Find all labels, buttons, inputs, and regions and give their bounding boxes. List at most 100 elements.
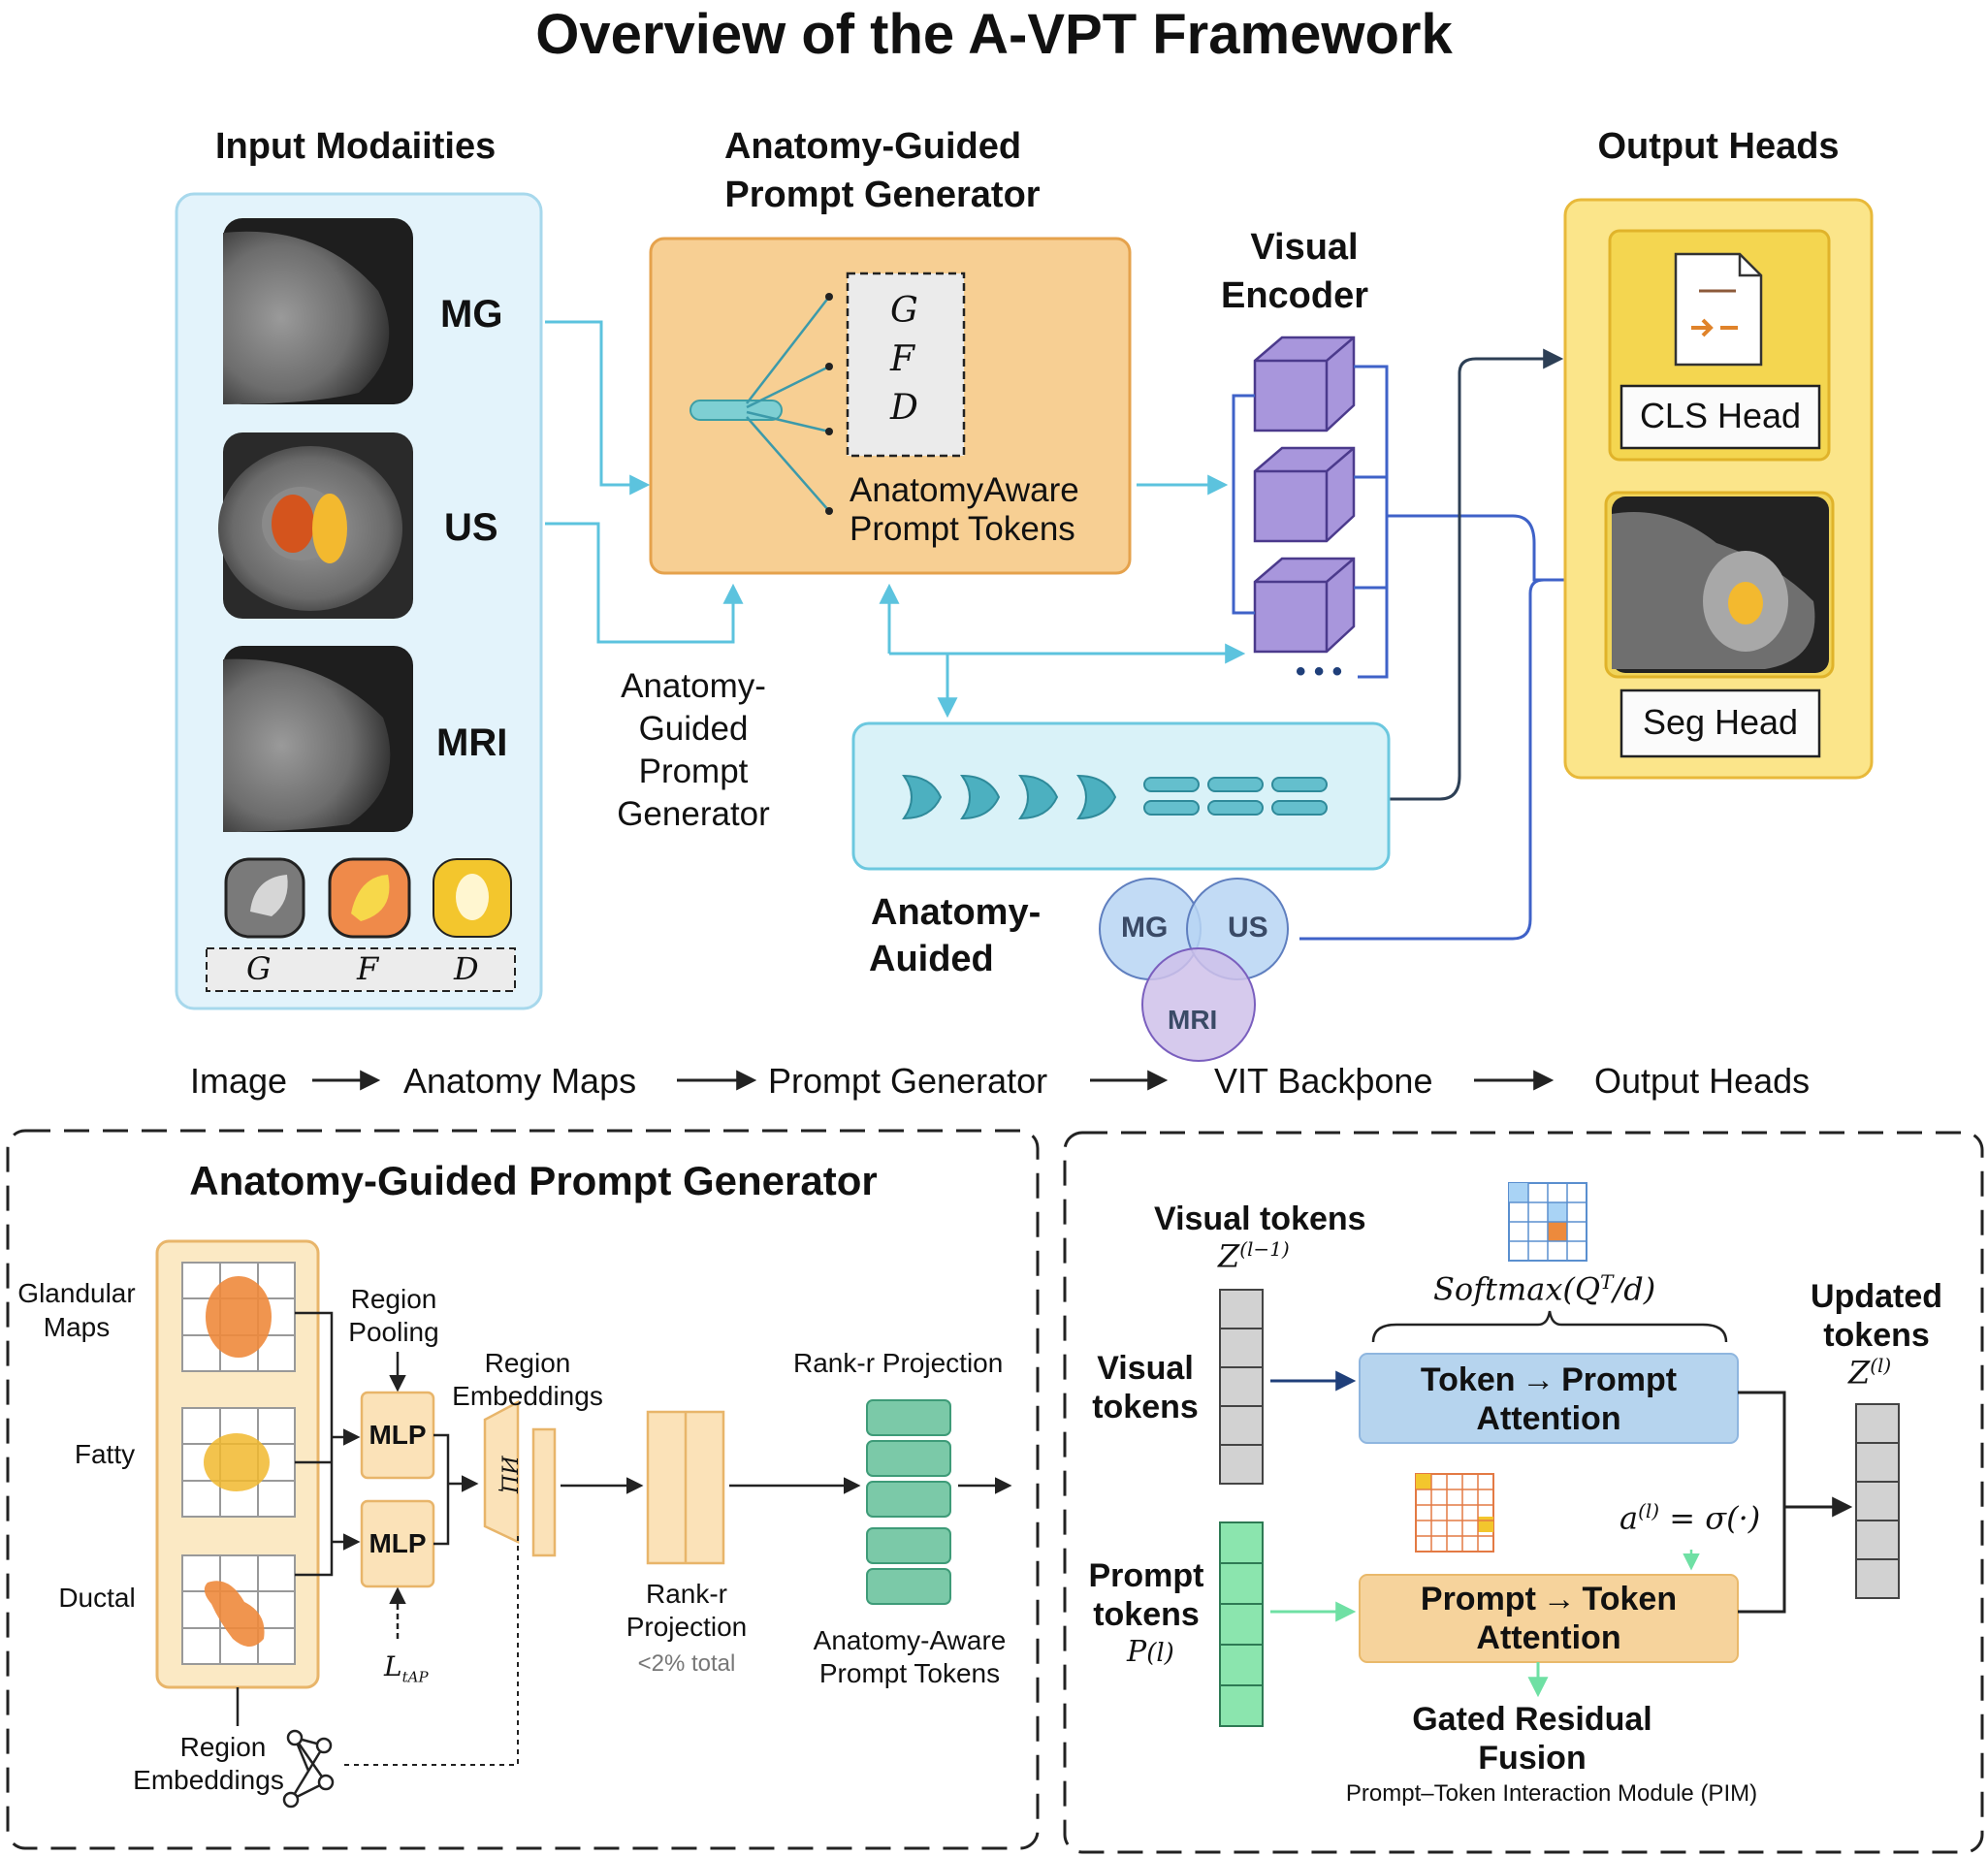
- visual-tokens-label-2: tokens: [1092, 1389, 1199, 1425]
- auided-label-2: Auided: [869, 939, 994, 979]
- left-panel-title: Anatomy-Guided Prompt Generator: [189, 1158, 878, 1203]
- side-label-3: Prompt: [638, 752, 749, 790]
- pipeline-maps: Anatomy Maps: [403, 1061, 637, 1101]
- generator-header-2: Prompt Generator: [724, 175, 1041, 215]
- us-to-generator-arrow: [545, 522, 744, 644]
- modality-mri: MRI: [436, 721, 508, 764]
- mg-to-generator-arrow: [545, 320, 651, 496]
- seg-head-label-box: [1619, 688, 1821, 758]
- seg-output-image: [1612, 496, 1829, 673]
- pipeline-generator: Prompt Generator: [768, 1061, 1048, 1101]
- anatomy-token-stack: [866, 1399, 951, 1605]
- sequence-bars: [1143, 777, 1328, 816]
- venn-mg: MG: [1121, 912, 1169, 944]
- sequence-chevrons: [902, 774, 1117, 820]
- token-g: G: [890, 291, 918, 331]
- visual-token-column: [1219, 1289, 1264, 1485]
- legend-g: G: [246, 950, 272, 987]
- loss-label: LtAP: [384, 1650, 429, 1686]
- pipeline-backbone: VIT Backþone: [1214, 1061, 1433, 1101]
- prompt-token-stack: [846, 272, 966, 458]
- visual-tokens-top: Visual tokens: [1154, 1201, 1366, 1237]
- venn-mri: MRI: [1168, 1005, 1218, 1035]
- us-image: [218, 432, 413, 619]
- mlp-2-label: MLP: [369, 1528, 427, 1558]
- region-embedding-bar: [531, 1427, 557, 1557]
- encoder-ellipsis: • • •: [1296, 656, 1343, 688]
- gate-equation: a(l) = σ(·): [1619, 1499, 1761, 1537]
- attention-grid-orange: [1415, 1473, 1494, 1553]
- ductal-grid: [181, 1554, 296, 1665]
- prompt-tokens-label-2: tokens: [1093, 1596, 1200, 1633]
- pipeline-image: Image: [190, 1061, 288, 1101]
- region-embeddings-bottom-1: Region: [179, 1732, 267, 1762]
- token-caption-2: Prompt Tokens: [850, 510, 1075, 548]
- token-f: F: [890, 339, 914, 379]
- region-trapezoid: [483, 1399, 520, 1544]
- anatomy-legend-box: [206, 947, 516, 992]
- side-label-2: Guided: [638, 710, 749, 748]
- pim-label: Prompt–Token Interaction Module (PIM): [1345, 1780, 1758, 1807]
- modality-venn: [1099, 878, 1289, 1062]
- sequence-to-cls-arrow: [1389, 348, 1564, 801]
- side-label-4: Generator: [617, 795, 770, 833]
- modality-mg: MG: [440, 293, 503, 336]
- token-d: D: [890, 388, 918, 428]
- token-to-prompt-box: [1359, 1353, 1739, 1444]
- prompt-to-token-label-1: Prompt → Token: [1420, 1581, 1678, 1617]
- p-symbol: P(l): [1127, 1635, 1174, 1669]
- token-caption-1: AnatomyAware: [850, 471, 1079, 509]
- rank-label-1: Rank-r: [645, 1579, 727, 1609]
- glandular-icon: [224, 857, 305, 939]
- attention-merge-lines: [1738, 1391, 1848, 1614]
- encoder-cube-1: [1253, 336, 1356, 432]
- encoder-label-1: Visual: [1250, 227, 1359, 268]
- side-label-1: Anatomy-: [621, 667, 766, 705]
- mlp-merge-lines: [433, 1433, 475, 1546]
- rank-projection-block: [646, 1410, 725, 1565]
- seg-head-label: Seg Head: [1642, 702, 1799, 742]
- token-to-prompt-label-2: Attention: [1476, 1400, 1621, 1437]
- rank-label-2: Projection: [625, 1612, 748, 1642]
- auided-label-1: Anatomy-: [871, 892, 1042, 933]
- rank-label-top: Rank-r Projection: [793, 1348, 1004, 1378]
- prompt-token-column: [1219, 1521, 1264, 1727]
- updated-tokens-1: Updated: [1811, 1278, 1942, 1315]
- mri-image: [223, 646, 413, 832]
- page-title: Overview of the A-VPT Framework: [535, 3, 1453, 66]
- encoder-to-seg-arrow: [1387, 514, 1603, 591]
- venn-to-seg-arrow: [1299, 578, 1545, 941]
- legend-f: F: [357, 950, 379, 987]
- region-embeddings-top-1: Region: [484, 1348, 571, 1378]
- cls-head-label: CLS Head: [1639, 396, 1802, 435]
- fatty-label: Fatty: [74, 1439, 136, 1469]
- mg-image: [223, 218, 413, 404]
- venn-us: US: [1228, 912, 1268, 944]
- input-header: Input Modaiities: [215, 126, 497, 167]
- left-detail-panel: [6, 1129, 1040, 1850]
- visual-tokens-label-1: Visual: [1097, 1350, 1194, 1387]
- mlp-1-label: MLP: [369, 1420, 427, 1450]
- token-to-prompt-label-1: Token → Prompt: [1420, 1361, 1678, 1398]
- updated-tokens-2: tokens: [1823, 1317, 1930, 1354]
- right-detail-panel: [1063, 1131, 1984, 1854]
- glandular-grid: [181, 1262, 296, 1372]
- fatty-icon: [328, 857, 411, 939]
- token-sequence-box: [851, 721, 1391, 871]
- tokens-label-1: Anatomy-Aware: [813, 1625, 1007, 1655]
- cls-head-label-box: [1619, 384, 1821, 450]
- graph-icon: [282, 1729, 335, 1809]
- fusion-label-2: Fusion: [1478, 1740, 1587, 1777]
- z-new: Z(l): [1848, 1354, 1892, 1392]
- attention-grid-blue: [1508, 1182, 1587, 1262]
- generator-fan: [746, 293, 833, 515]
- softmax-expression: Softmax(QT/d): [1433, 1270, 1656, 1308]
- region-pooling-2: Pooling: [348, 1317, 439, 1347]
- legend-d: D: [454, 950, 479, 987]
- prompt-to-token-box: [1359, 1574, 1739, 1663]
- ductal-label: Ductal: [58, 1583, 136, 1613]
- region-embeddings-bottom-2: Embeddings: [133, 1765, 284, 1795]
- output-header: Output Heads: [1597, 126, 1840, 167]
- region-embeddings-top-2: Embeddings: [452, 1381, 603, 1411]
- trapezoid-label: ИЦ: [496, 1456, 521, 1493]
